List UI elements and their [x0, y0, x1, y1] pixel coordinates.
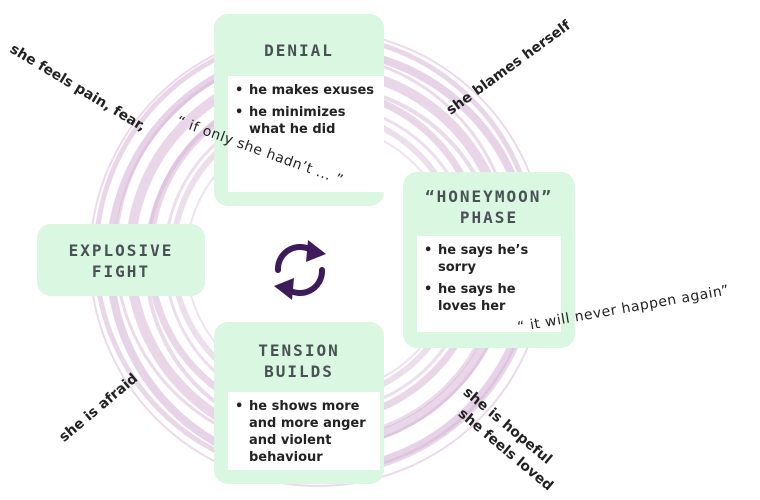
list-item: he minimizes what he did — [235, 104, 378, 138]
honeymoon-title-line1: “HONEYMOON” — [425, 187, 553, 206]
cycle-arrows-icon — [274, 240, 326, 300]
honeymoon-title-line2: PHASE — [459, 208, 519, 227]
tension-list: he shows more and more anger and violent… — [228, 392, 380, 470]
honeymoon-box: “HONEYMOON” PHASE he says he’s sorry he … — [403, 172, 575, 348]
denial-title: DENIAL — [264, 41, 334, 60]
explosive-box: EXPLOSIVE FIGHT — [37, 224, 205, 296]
tension-title-line2: BUILDS — [264, 362, 334, 381]
denial-list: he makes exuses he minimizes what he did — [228, 76, 384, 192]
list-item: he shows more and more anger and violent… — [235, 398, 374, 466]
list-item: he says he’s sorry — [424, 242, 555, 276]
honeymoon-list: he says he’s sorry he says he loves her — [417, 236, 561, 332]
tension-title-line1: TENSION — [258, 341, 340, 360]
denial-box: DENIAL he makes exuses he minimizes what… — [214, 14, 384, 206]
explosive-title-line1: EXPLOSIVE — [68, 241, 174, 260]
explosive-title-line2: FIGHT — [91, 262, 151, 281]
list-item: he says he loves her — [424, 281, 555, 315]
list-item: he makes exuses — [235, 82, 378, 99]
tension-box: TENSION BUILDS he shows more and more an… — [214, 322, 384, 484]
